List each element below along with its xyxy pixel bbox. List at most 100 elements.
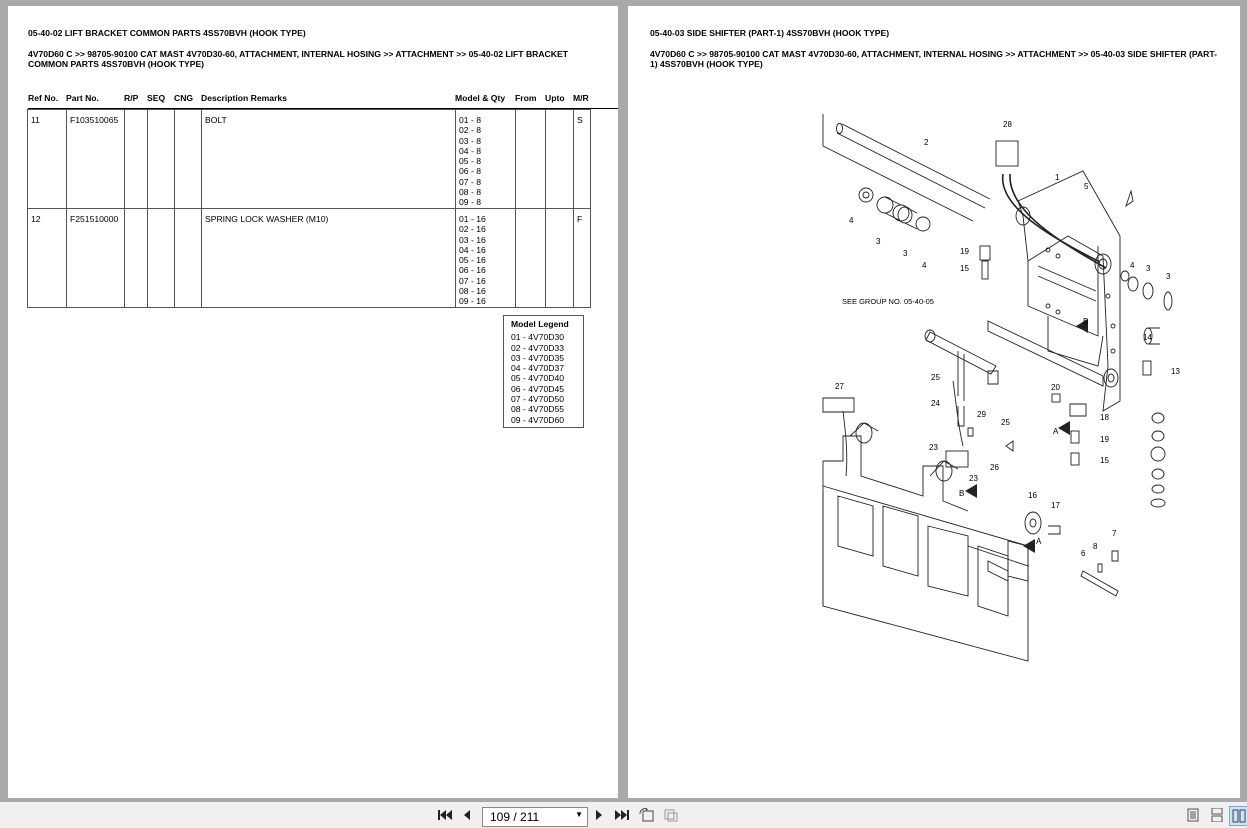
mr-cell: F [573, 208, 591, 308]
legend-item: 09 - 4V70D60 [511, 414, 565, 425]
ref-cell: 12 [27, 208, 67, 308]
callout-number: 4 [849, 216, 854, 225]
legend-title: Model Legend [511, 319, 569, 329]
model-legend: Model Legend 01 - 4V70D30 02 - 4V70D33 0… [503, 315, 584, 428]
col-header-upto: Upto [545, 93, 565, 103]
callout-number: 18 [1100, 413, 1109, 422]
col-header-part: Part No. [66, 93, 99, 103]
breadcrumb: 4V70D60 C >> 98705-90100 CAT MAST 4V70D3… [28, 49, 568, 69]
qty-line: 08 - 8 [459, 187, 481, 198]
callout-number: 27 [835, 382, 844, 391]
callout-number: 25 [1001, 418, 1010, 427]
qty-line: 05 - 8 [459, 156, 481, 167]
callout-number: 1 [1055, 173, 1060, 182]
legend-item: 07 - 4V70D50 [511, 394, 565, 405]
page-title: 05-40-02 LIFT BRACKET COMMON PARTS 4SS70… [28, 28, 306, 38]
parts-table: 11 F103510065 BOLT 01 - 8 02 - 8 03 - 8 … [27, 109, 591, 308]
callout-number: 16 [1028, 491, 1037, 500]
table-row[interactable]: 11 F103510065 BOLT 01 - 8 02 - 8 03 - 8 … [27, 109, 591, 209]
qty-line: 06 - 8 [459, 166, 481, 177]
callout-number: 25 [931, 373, 940, 382]
first-page-icon[interactable] [436, 806, 454, 824]
qty-line: 04 - 16 [459, 244, 486, 255]
callout-number: 4 [1130, 261, 1135, 270]
page-number-select[interactable]: 109 / 211 ▼ [482, 807, 588, 827]
viewer-toolbar: 109 / 211 ▼ [0, 802, 1247, 828]
last-page-icon[interactable] [613, 806, 631, 824]
qty-line: 09 - 8 [459, 197, 481, 208]
legend-item: 03 - 4V70D35 [511, 352, 565, 363]
qty-line: 01 - 16 [459, 214, 486, 224]
right-page: 05-40-03 SIDE SHIFTER (PART-1) 4SS70BVH … [628, 6, 1240, 798]
chevron-down-icon: ▼ [575, 810, 583, 819]
col-header-cng: CNG [174, 93, 194, 103]
part-cell: F103510065 [66, 109, 125, 209]
col-header-desc: Description Remarks [201, 93, 287, 103]
qty-cell: 01 - 16 02 - 16 03 - 16 04 - 16 05 - 16 … [455, 208, 516, 308]
header-divider [28, 108, 618, 109]
callout-number: 23 [929, 443, 938, 452]
callout-number: 19 [960, 247, 969, 256]
arrow-label: A [1053, 427, 1059, 436]
page-title: 05-40-03 SIDE SHIFTER (PART-1) 4SS70BVH … [650, 28, 890, 38]
callout-number: 3 [1166, 272, 1171, 281]
arrow-label: B [1083, 317, 1088, 326]
desc-cell: SPRING LOCK WASHER (M10) [201, 208, 456, 308]
legend-item: 04 - 4V70D37 [511, 363, 565, 374]
qty-line: 04 - 8 [459, 145, 481, 156]
qty-line: 06 - 16 [459, 265, 486, 276]
callout-number: 4 [922, 261, 927, 270]
next-page-icon[interactable] [590, 806, 608, 824]
col-header-model: Model & Qty [455, 93, 506, 103]
qty-line: 07 - 16 [459, 275, 486, 286]
qty-line: 07 - 8 [459, 176, 481, 187]
ref-cell: 11 [27, 109, 67, 209]
table-row[interactable]: 12 F251510000 SPRING LOCK WASHER (M10) 0… [27, 208, 591, 308]
callout-number: 3 [1146, 264, 1151, 273]
rotate-icon[interactable] [638, 806, 656, 824]
callout-number: 20 [1051, 383, 1060, 392]
single-page-view-icon[interactable] [1184, 806, 1202, 824]
col-header-seq: SEQ [147, 93, 166, 103]
callout-number: 26 [990, 463, 999, 472]
callout-number: 23 [969, 474, 978, 483]
legend-item: 06 - 4V70D45 [511, 383, 565, 394]
prev-page-icon[interactable] [458, 806, 476, 824]
continuous-view-icon[interactable] [1208, 806, 1226, 824]
callout-number: 24 [931, 399, 940, 408]
col-header-rp: R/P [124, 93, 139, 103]
callout-number: 19 [1100, 435, 1109, 444]
callout-number: 2 [924, 138, 929, 147]
legend-item: 01 - 4V70D30 [511, 332, 565, 343]
callout-number: 3 [903, 249, 908, 258]
callout-number: 15 [960, 264, 969, 273]
callout-number: 13 [1171, 367, 1180, 376]
callout-number: 14 [1143, 333, 1152, 342]
two-page-view-icon[interactable] [1229, 806, 1247, 826]
col-header-ref: Ref No. [28, 93, 59, 103]
print-icon[interactable] [662, 806, 680, 824]
callout-number: 17 [1051, 501, 1060, 510]
legend-item: 02 - 4V70D33 [511, 342, 565, 353]
qty-line: 01 - 8 [459, 115, 481, 125]
arrow-label: B [959, 489, 964, 498]
page-indicator: 109 / 211 [490, 810, 540, 824]
breadcrumb: 4V70D60 C >> 98705-90100 CAT MAST 4V70D3… [650, 49, 1218, 69]
qty-line: 03 - 8 [459, 135, 481, 146]
callout-number: 15 [1100, 456, 1109, 465]
left-page: 05-40-02 LIFT BRACKET COMMON PARTS 4SS70… [8, 6, 618, 798]
callout-number: 7 [1112, 529, 1117, 538]
part-cell: F251510000 [66, 208, 125, 308]
qty-line: 08 - 16 [459, 286, 486, 297]
qty-line: 02 - 16 [459, 224, 486, 235]
callout-number: 3 [876, 237, 881, 246]
callout-number: 5 [1084, 182, 1089, 191]
legend-item: 08 - 4V70D55 [511, 404, 565, 415]
qty-line: 05 - 16 [459, 255, 486, 266]
qty-line: 09 - 16 [459, 296, 486, 307]
callout-number: 8 [1093, 542, 1098, 551]
qty-line: 02 - 8 [459, 125, 481, 136]
callout-number: 29 [977, 410, 986, 419]
desc-cell: BOLT [201, 109, 456, 209]
arrow-label: A [1036, 537, 1042, 546]
